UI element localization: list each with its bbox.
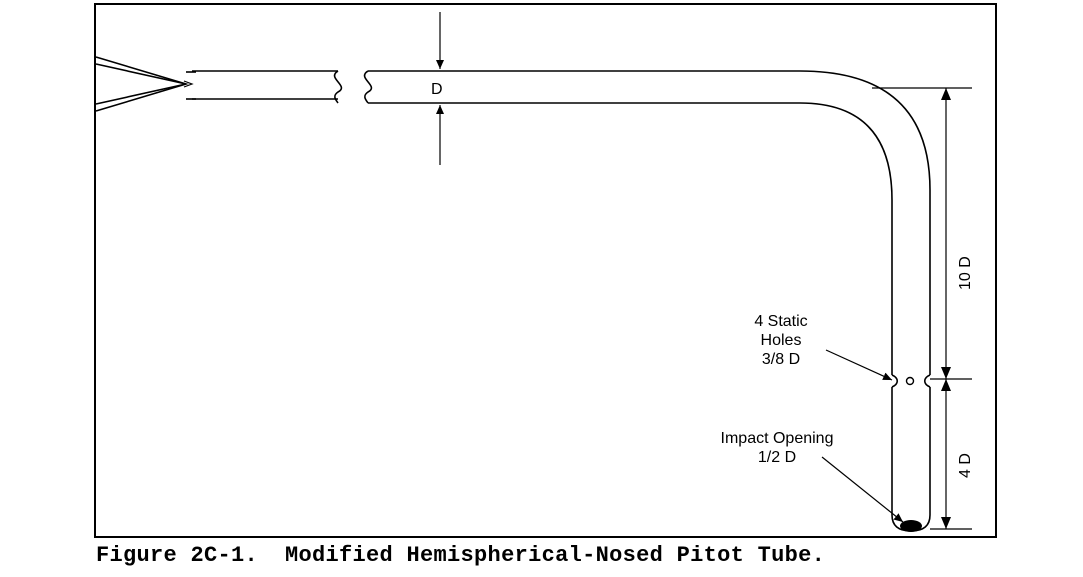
static-hole [905,376,915,386]
diameter-label: D [431,81,443,98]
length-dimensions: 10 D 4 D [872,87,974,530]
static-holes-label-line2: Holes [761,332,802,349]
static-holes-label-line1: 4 Static [754,313,807,330]
figure-frame [94,3,997,538]
impact-opening [900,520,922,532]
static-holes-callout: 4 Static Holes 3/8 D [754,313,893,381]
impact-opening-callout: Impact Opening 1/2 D [721,430,904,523]
impact-opening-label-line2: 1/2 D [758,449,796,466]
tube-fitting [95,56,196,112]
diameter-dimension: D [431,12,444,165]
figure-caption: Figure 2C-1. Modified Hemispherical-Nose… [96,543,826,568]
tube-main [363,70,931,532]
tube-left-segment [192,70,343,104]
dimension-4d-label: 4 D [957,453,974,478]
static-holes-label-line3: 3/8 D [762,351,800,368]
impact-opening-label-line1: Impact Opening [721,430,834,447]
dimension-10d-label: 10 D [957,256,974,290]
